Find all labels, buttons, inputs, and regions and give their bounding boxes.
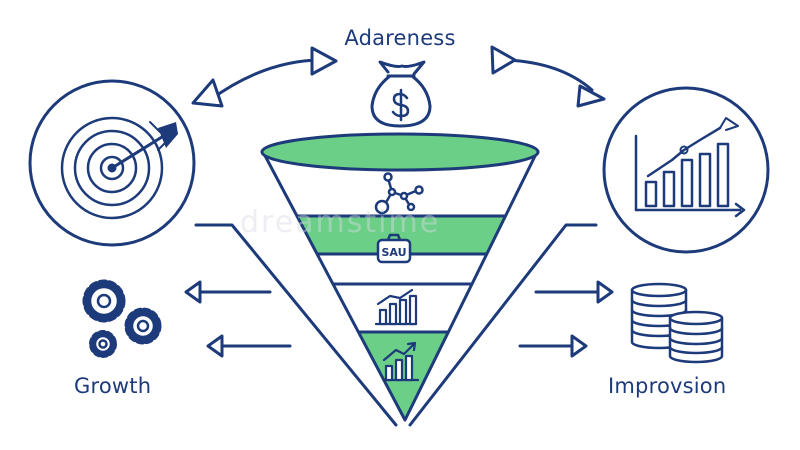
bar-chart-growth-icon — [602, 86, 770, 254]
funnel-right-bracket — [408, 223, 598, 427]
gears-icon — [82, 279, 162, 358]
arrow-right-lower — [518, 334, 588, 358]
funnel-top-rim — [260, 132, 540, 172]
arrow-top-left — [191, 46, 338, 108]
arrow-left-upper — [184, 280, 272, 304]
target-arrow-icon — [28, 79, 196, 247]
gear-small-icon — [89, 330, 117, 358]
label-top: Adareness — [344, 26, 456, 50]
gear-large-icon — [82, 279, 126, 323]
trend-chart-icon — [382, 341, 420, 382]
coin-stacks-icon — [630, 282, 724, 364]
arrow-left-lower — [206, 334, 292, 358]
label-improvsion: Improvsion — [608, 374, 727, 398]
arrow-top-right — [490, 45, 606, 108]
watermark-text: dreamstime — [240, 205, 441, 240]
money-bag-icon — [370, 60, 432, 128]
sau-badge-text: SAU — [381, 246, 406, 259]
arrow-right-upper — [534, 280, 614, 304]
bar-chart-icon — [374, 288, 418, 326]
funnel-left-bracket — [194, 223, 398, 427]
network-nodes-icon — [374, 172, 424, 215]
label-growth: Growth — [74, 374, 152, 398]
funnel — [260, 132, 540, 422]
gear-right-icon — [124, 307, 162, 345]
sau-badge-icon: SAU — [376, 233, 412, 264]
